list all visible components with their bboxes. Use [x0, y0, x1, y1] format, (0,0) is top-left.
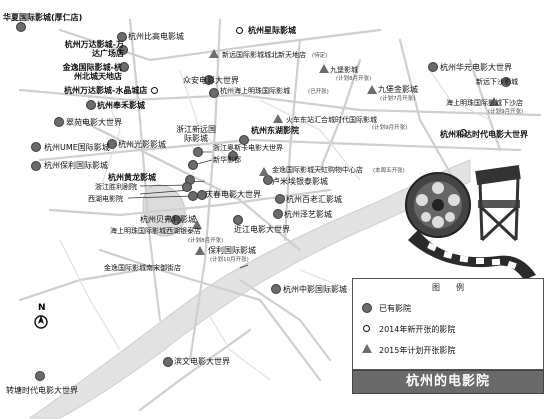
cinema-label: 杭州海上明珠国际影城	[220, 87, 290, 95]
cinema-label: 转塘时代电影大世界	[6, 386, 78, 395]
cinema-label: 庆春电影大世界	[205, 190, 261, 199]
cinema-label: 保利国际影城	[208, 246, 256, 255]
cinema-label-note: (计划8月开张)	[336, 76, 372, 82]
cinema-label: 滨文电影大世界	[174, 357, 230, 366]
cinema-label-note: (计划9月开张)	[372, 125, 408, 131]
cinema-label-note: (本周五开张)	[373, 168, 405, 174]
cinema-label: 杭州奉禾影城	[97, 101, 145, 110]
cinema-label: 近江电影大世界	[234, 225, 290, 234]
cinema-label: 杭州贝弗利影城	[140, 215, 196, 224]
cinema-label: 九堡金影城	[378, 85, 418, 94]
legend-label: 2014年新开张的影院	[379, 325, 456, 334]
cinema-label: 杭州百老汇影城	[286, 195, 342, 204]
cinema-label: 杭州华元电影大世界	[440, 63, 512, 72]
cinema-label: 卢米埃银泰影城	[272, 177, 328, 186]
cinema-label: 杭州中影国际影城	[283, 285, 347, 294]
cinema-label-note: (待定)	[312, 53, 328, 59]
cinema-label: 杭州黄龙影城	[108, 173, 156, 182]
minor-roads	[59, 59, 491, 381]
cinema-label: 浙江胜利剧院	[95, 183, 137, 191]
cinema-label: 西湖电影院	[88, 195, 123, 203]
legend-label: 2015年计划开张影院	[379, 346, 456, 355]
cinema-label-note: (计划8月开张)	[188, 238, 224, 244]
cinema-label: 浙江奥斯卡电影大世界	[213, 144, 283, 152]
cinema-label: 众安电影大世界	[183, 76, 239, 85]
cinema-label: 杭州东湖影院	[251, 126, 299, 135]
cinema-label: 金逸国际影城-杭州北城天地店	[62, 63, 122, 81]
cinema-label: 杭州保利国际影城	[44, 161, 108, 170]
cinema-label: 新远下沙影城	[476, 78, 518, 86]
compass-icon	[34, 315, 48, 329]
director-chair-icon	[475, 165, 521, 242]
cinema-label: 杭州万达影城-万达广场店	[64, 40, 124, 58]
cinema-label: 海上明珠国际影城下沙店	[446, 99, 523, 107]
cinema-label: 杭州和达时代电影大世界	[440, 130, 528, 139]
qiantang-river	[28, 159, 471, 419]
cinema-label: 海上明珠国际影城西湖银泰店	[110, 227, 201, 235]
cinema-label-note: (计划10月开张)	[210, 257, 249, 263]
film-reel-icon	[405, 165, 536, 280]
cinema-label: 浙江新远国际影城	[176, 125, 216, 143]
cinema-label: 杭州万达影城-水晶城店	[64, 86, 148, 95]
cinema-label-note: (已开张)	[308, 89, 329, 95]
legend-label: 已有影院	[379, 304, 411, 313]
cinema-label: 杭州星际影城	[248, 26, 296, 35]
legend-title: 图 例	[432, 283, 464, 292]
cinema-label-note: (计划9月开张)	[488, 109, 524, 115]
map-title: 杭州的电影院	[352, 370, 544, 394]
cinema-label: 杭州UME国际影城	[44, 143, 110, 152]
cinema-label: 九堡影城	[330, 66, 358, 74]
cinema-label: 新华影都	[213, 156, 241, 164]
map-legend: 图 例 已有影院 2014年新开张的影院 2015年计划开张影院	[352, 278, 544, 370]
cinema-label: 杭州泽艺影城	[284, 210, 332, 219]
cinema-label: 杭州光影影城	[118, 140, 166, 149]
cinema-label-note: (计划7月开张)	[380, 96, 416, 102]
cinema-label: 火车东站汇合城时代国际影城	[286, 116, 377, 124]
cinema-label: 金逸国际影城南宋御街店	[104, 264, 181, 272]
cinema-label: 杭州比高电影城	[128, 32, 184, 41]
cinema-label: 新远国际影城城北新天地店	[222, 51, 306, 59]
road-network	[18, 18, 542, 412]
cinema-label: 金逸国际影城天虹购物中心店	[272, 166, 363, 174]
cinema-label: 华夏国际影城(厚仁店)	[3, 13, 83, 22]
cinema-label: 翠苑电影大世界	[66, 118, 122, 127]
north-arrow: N	[32, 303, 54, 331]
north-letter: N	[38, 303, 46, 313]
